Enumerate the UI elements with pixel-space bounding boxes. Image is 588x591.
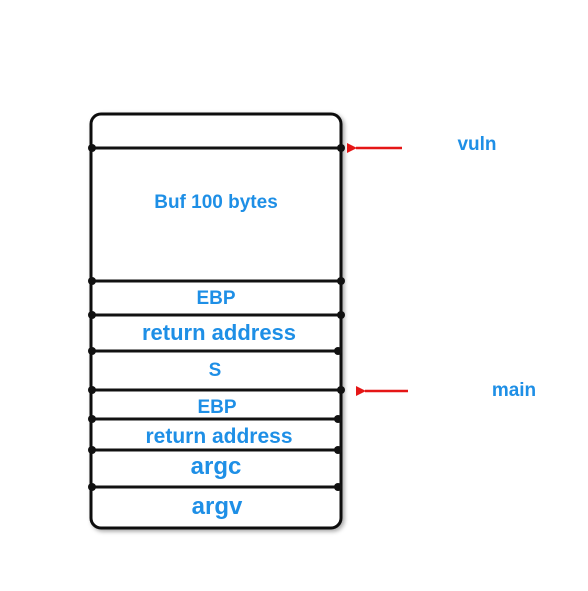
endpoint-dot [88, 483, 96, 491]
endpoint-dot [88, 311, 96, 319]
cell-label-argc: argc [191, 453, 242, 480]
endpoint-dot [88, 386, 96, 394]
cell-label-ebp-vuln: EBP [196, 288, 235, 309]
cell-label-ebp-main: EBP [197, 397, 236, 418]
divider-dots [88, 144, 345, 491]
endpoint-dot [88, 277, 96, 285]
endpoint-dot [337, 311, 345, 319]
stack-box [89, 112, 343, 530]
stack-dividers [92, 146, 341, 489]
endpoint-dot [334, 415, 342, 423]
cell-label-argv: argv [192, 493, 243, 520]
cell-label-return-address-main: return address [145, 425, 292, 448]
endpoint-dot [334, 347, 342, 355]
endpoint-dot [334, 446, 342, 454]
endpoint-dot [334, 483, 342, 491]
endpoint-dot [337, 144, 345, 152]
cell-label-buf: Buf 100 bytes [154, 192, 278, 213]
cell-label-return-address-vuln: return address [142, 320, 296, 345]
endpoint-dot [337, 386, 345, 394]
cell-label-s: S [209, 360, 222, 381]
endpoint-dot [88, 144, 96, 152]
endpoint-dot [88, 415, 96, 423]
endpoint-dot [337, 277, 345, 285]
pointer-label-main: main [492, 380, 536, 401]
endpoint-dot [88, 446, 96, 454]
endpoint-dot [88, 347, 96, 355]
pointer-label-vuln: vuln [457, 134, 496, 155]
